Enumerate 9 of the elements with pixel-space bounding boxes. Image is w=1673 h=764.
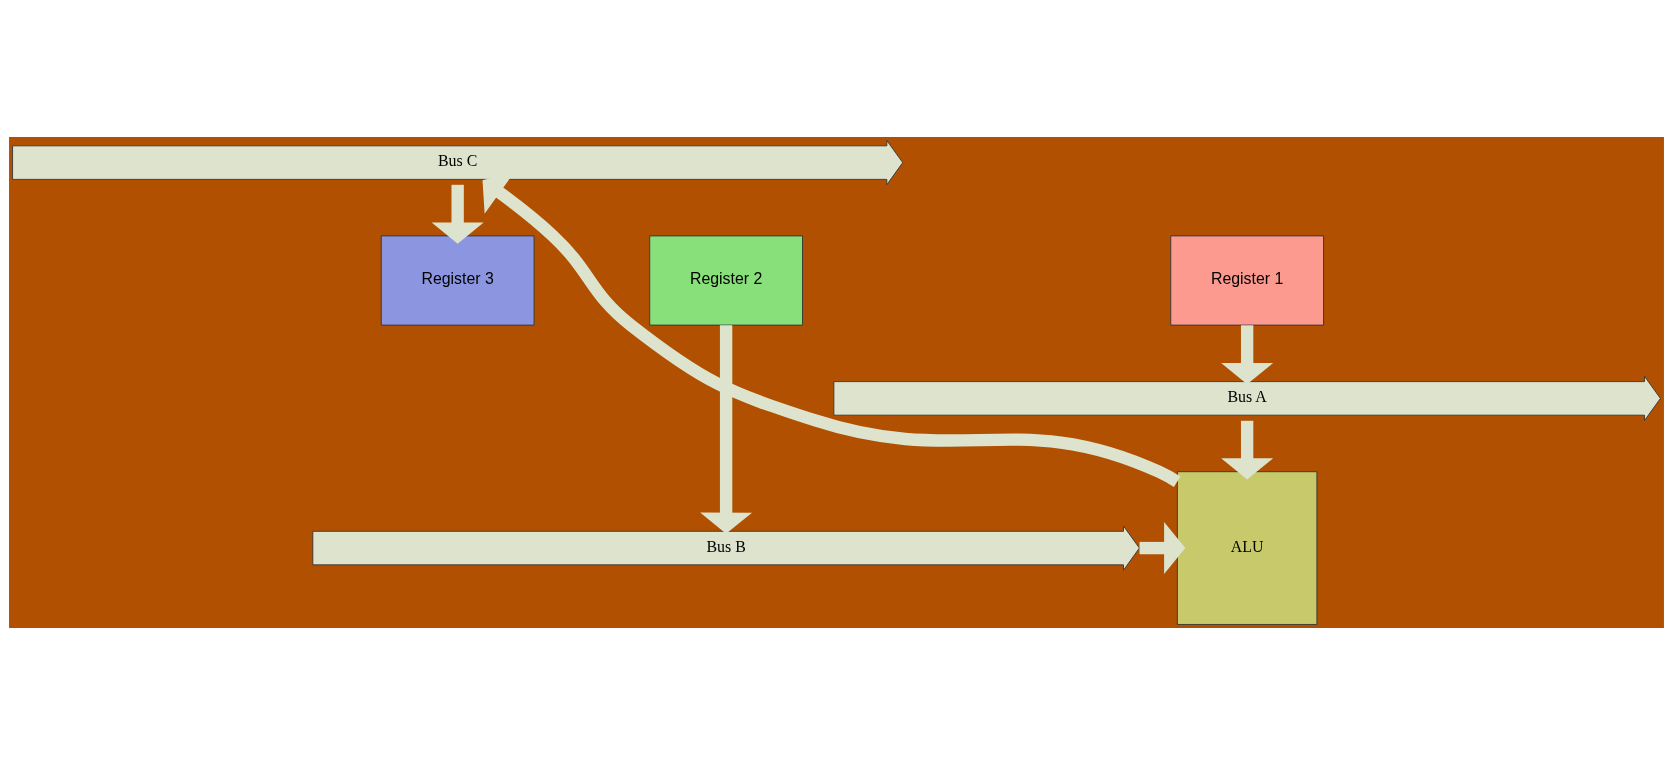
arrow bbox=[1139, 521, 1186, 574]
node-box: Register 2 bbox=[649, 234, 803, 326]
node-box: Register 3 bbox=[380, 234, 535, 326]
node-box: Register 1 bbox=[1170, 234, 1324, 326]
arrow bbox=[1221, 324, 1274, 384]
arrow bbox=[1221, 420, 1274, 480]
arrow bbox=[700, 324, 753, 534]
arrow bbox=[431, 184, 484, 244]
node-box: ALU bbox=[1176, 470, 1318, 625]
